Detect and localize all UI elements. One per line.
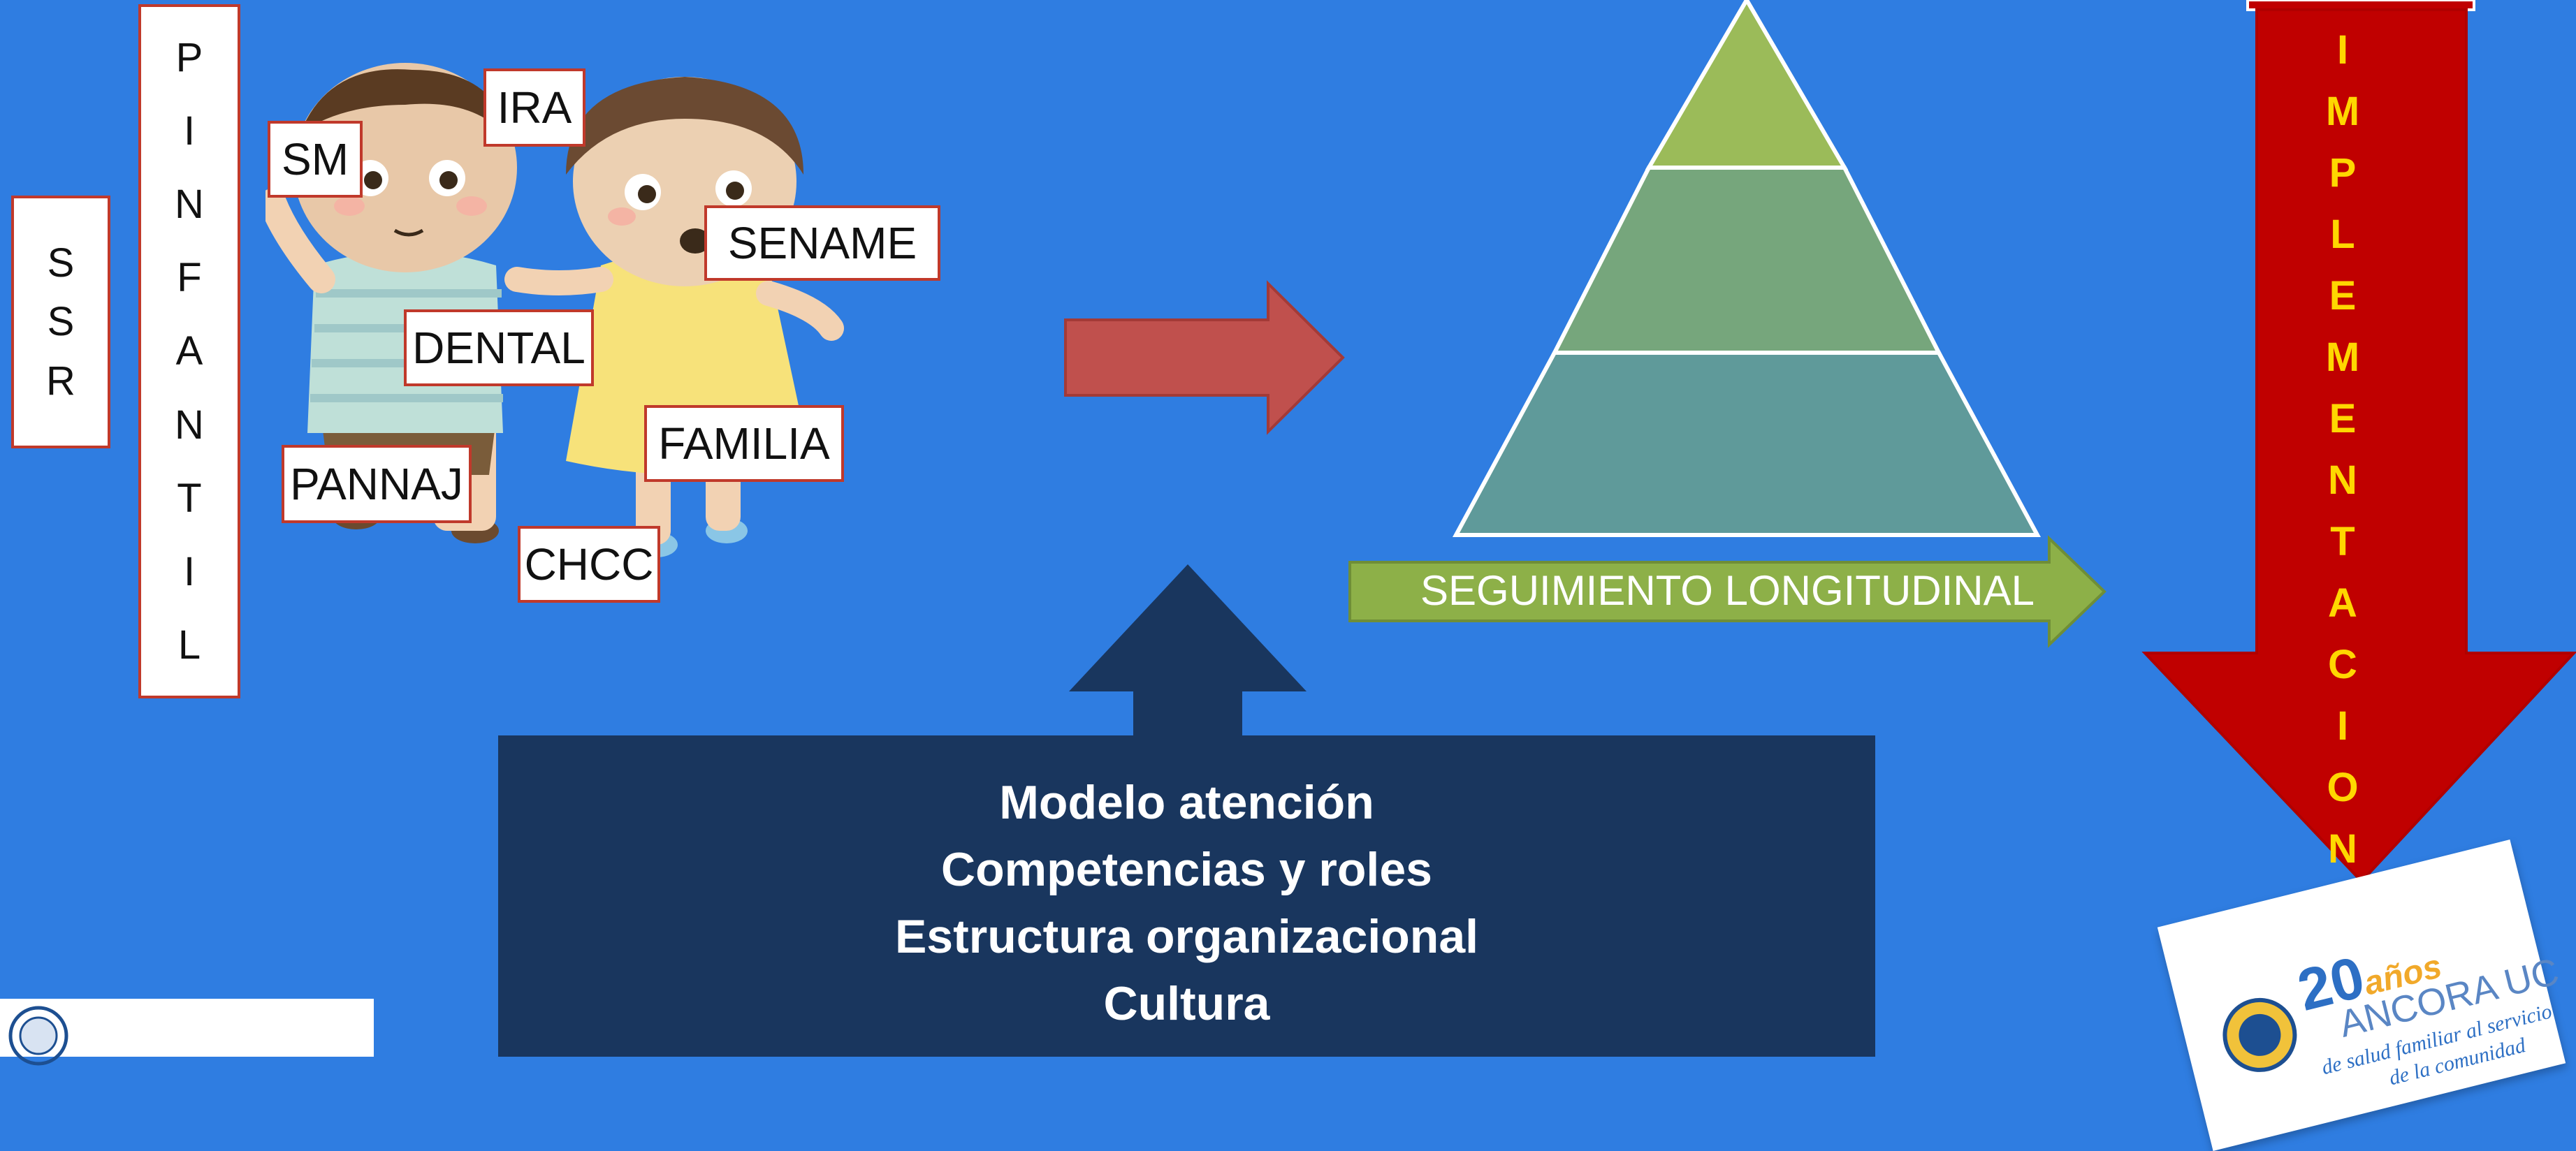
pyramid <box>1452 0 2042 537</box>
seguimiento-arrow <box>1348 535 2106 648</box>
up-arrow <box>1069 564 1307 739</box>
pinfantil-letter: A <box>175 328 203 374</box>
pinfantil-letter: P <box>175 35 203 81</box>
impl-letter: I <box>2336 27 2349 73</box>
impl-letter: M <box>2325 335 2360 380</box>
label-pannaj: PANNAJ <box>282 445 472 523</box>
ancora-seal-icon <box>2222 997 2297 1072</box>
label-familia: FAMILIA <box>644 405 844 482</box>
pinfantil-letter: I <box>183 108 196 154</box>
pyramid-bottom <box>1452 351 2042 537</box>
impl-letter: A <box>2328 580 2357 626</box>
pyramid-top <box>1645 0 1849 170</box>
model-line: Estructura organizacional <box>894 910 1479 963</box>
impl-letter: T <box>2330 519 2355 564</box>
pinfantil-box: P I N F A N T I L <box>138 4 240 698</box>
pinfantil-letter: I <box>183 548 196 594</box>
impl-letter: E <box>2329 396 2357 441</box>
university-seal-icon <box>8 1006 68 1066</box>
label-ira: IRA <box>483 68 585 147</box>
ssr-letter: S <box>47 299 75 345</box>
pinfantil-letter: T <box>177 475 202 521</box>
pyramid-middle <box>1551 166 1942 355</box>
seguimiento-label: SEGUIMIENTO LONGITUDINAL <box>1420 566 2035 614</box>
label-chcc: CHCC <box>518 526 660 603</box>
label-sm: SM <box>268 121 363 198</box>
ssr-letter: S <box>47 240 75 286</box>
implementacion-arrow <box>2141 0 2576 884</box>
pinfantil-letter: N <box>175 182 204 228</box>
pinfantil-letter: L <box>177 622 201 668</box>
ssr-box: S S R <box>11 196 110 448</box>
model-line: Modelo atención <box>999 776 1374 829</box>
label-sename: SENAME <box>704 205 940 281</box>
ssr-letter: R <box>46 358 75 404</box>
label-dental: DENTAL <box>404 309 594 386</box>
impl-letter: O <box>2327 765 2359 810</box>
impl-letter: N <box>2328 457 2357 503</box>
impl-letter: E <box>2329 273 2357 318</box>
pinfantil-letter: N <box>175 402 204 448</box>
impl-letter: L <box>2330 212 2355 257</box>
impl-letter: N <box>2328 826 2357 872</box>
bottom-left-logo <box>0 999 374 1066</box>
model-box: Modelo atención Competencias y roles Est… <box>498 735 1875 1057</box>
impl-letter: I <box>2336 703 2349 749</box>
impl-letter: M <box>2325 89 2360 134</box>
impl-letter: C <box>2328 642 2357 687</box>
impl-letter: P <box>2329 150 2357 196</box>
model-line: Cultura <box>1103 977 1270 1030</box>
pinfantil-letter: F <box>177 255 202 301</box>
implementacion-text: I M P L E M E N T A C I O N <box>2326 20 2359 880</box>
model-line: Competencias y roles <box>941 843 1432 896</box>
red-right-arrow <box>1064 280 1345 435</box>
